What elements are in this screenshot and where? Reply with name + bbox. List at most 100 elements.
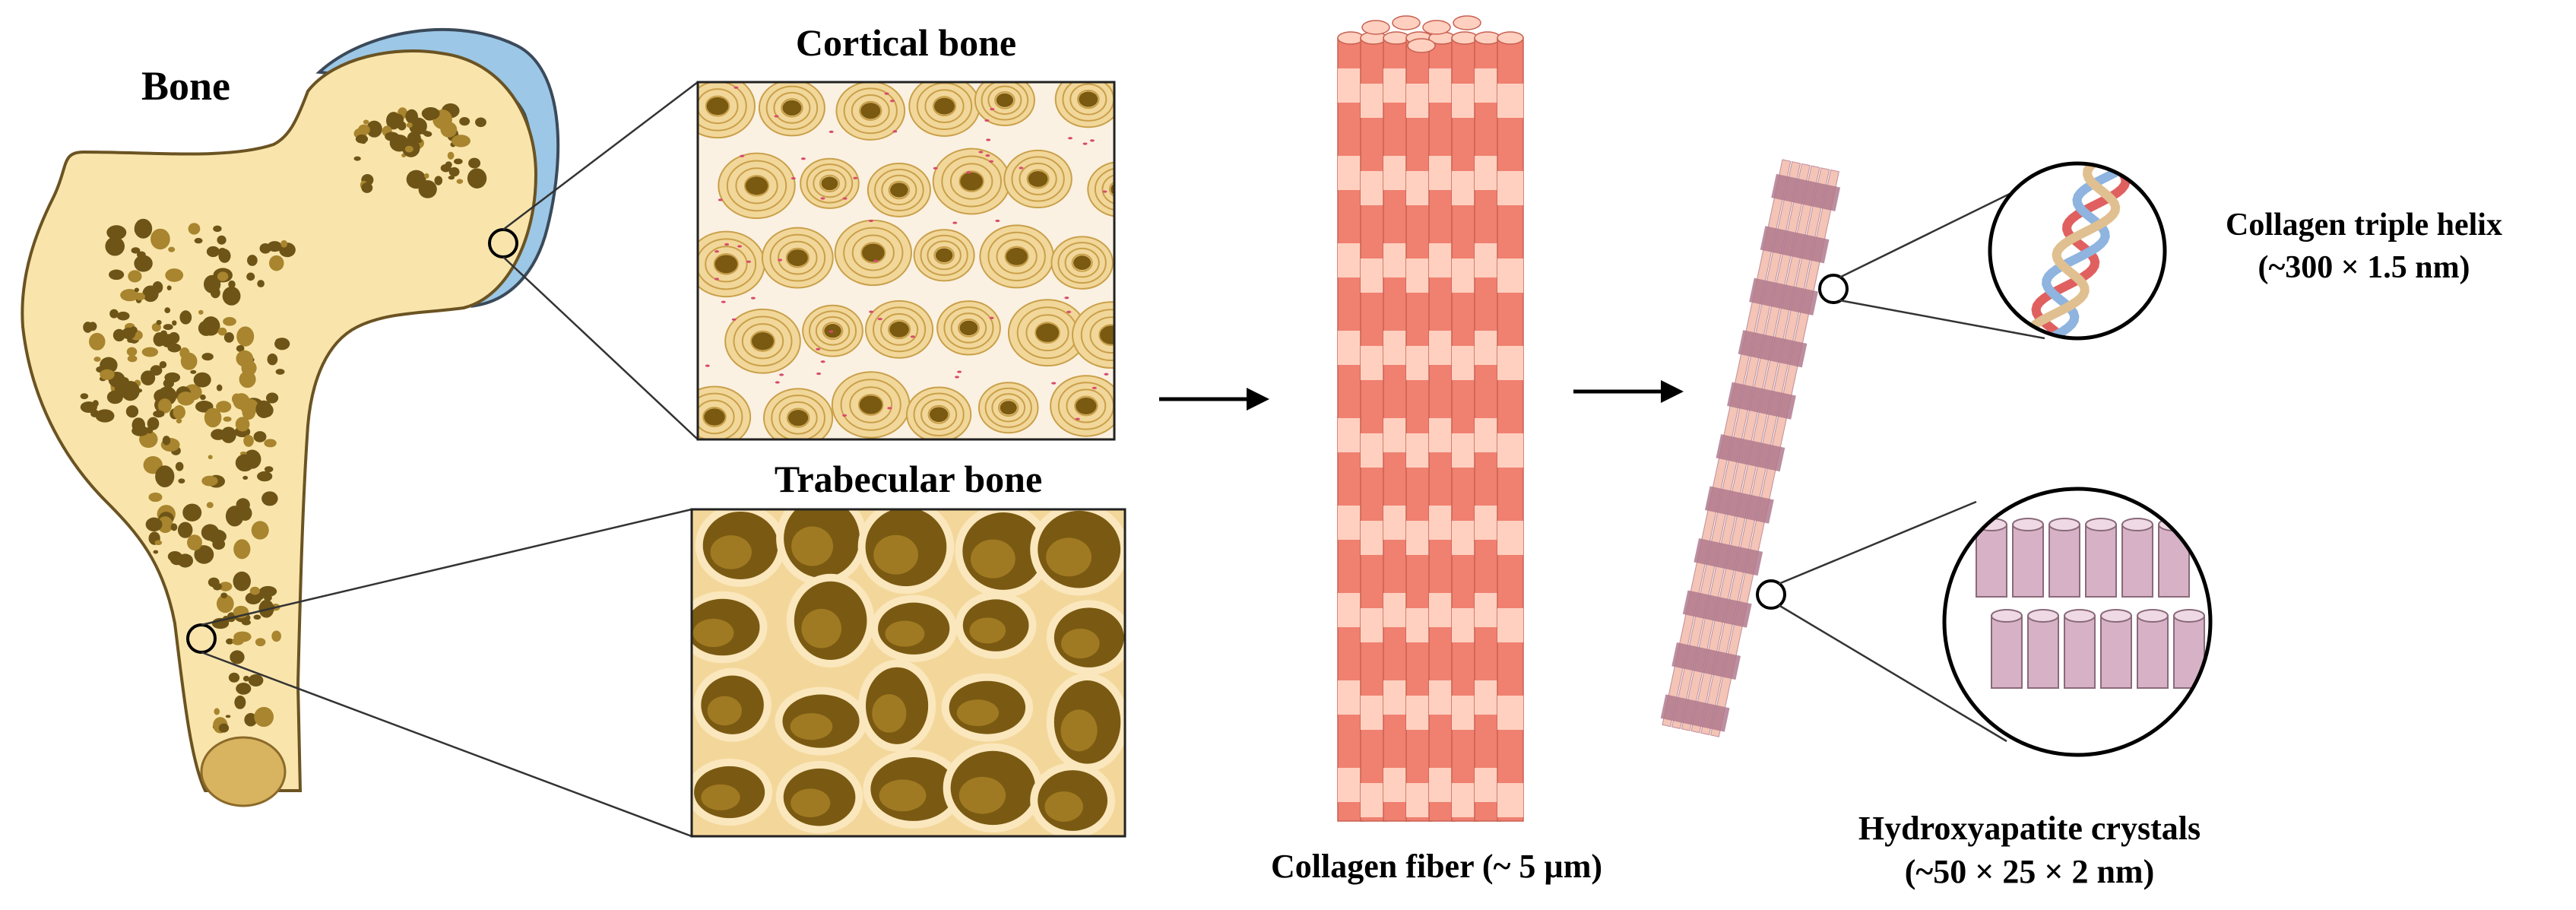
fiber-top-cap: [1392, 15, 1421, 30]
haversian-canal: [860, 103, 881, 119]
lacuna: [1051, 382, 1057, 385]
haversian-canal: [782, 100, 802, 116]
bone-pore: [246, 272, 255, 281]
bone-pore: [406, 122, 413, 128]
fibril-band: [1475, 506, 1500, 540]
bone-pore: [164, 307, 171, 314]
osteon-ring: [1069, 83, 1107, 116]
bone-pore: [105, 236, 125, 256]
bone-pore: [448, 175, 455, 180]
bone-pore: [264, 439, 277, 448]
haversian-canal: [862, 243, 885, 262]
bone-pore: [421, 107, 440, 120]
bone-pore: [116, 311, 130, 321]
bone-pore: [394, 114, 404, 126]
bone-pore: [100, 369, 115, 380]
pore-depth: [956, 699, 999, 727]
osteon-ring: [726, 160, 787, 212]
bone-pore: [357, 124, 370, 135]
fibril-band: [1429, 331, 1455, 365]
osteon-ring: [698, 82, 747, 132]
haversian-canal: [960, 172, 984, 191]
bone-pore: [128, 270, 142, 283]
crystal-prism: [2085, 524, 2117, 598]
bone-pore: [236, 326, 255, 347]
lacuna: [778, 258, 783, 262]
fibril-band: [1338, 331, 1364, 365]
crystal-band: [1760, 226, 1830, 264]
bone-pore: [134, 287, 140, 293]
fibril-band: [1452, 783, 1478, 817]
osteon-ring: [943, 306, 994, 350]
bone-pore: [271, 630, 281, 642]
lacuna: [737, 245, 743, 248]
osteon: [1087, 161, 1114, 217]
osteon-ring: [1074, 395, 1098, 417]
lacuna: [1064, 296, 1069, 300]
bone-pore: [178, 478, 185, 484]
crystal-prism: [2012, 524, 2044, 598]
crystal-prism: [1976, 524, 2007, 598]
osteon-ring: [984, 387, 1032, 428]
lacuna: [933, 166, 938, 170]
fiber-top-cap: [1407, 38, 1436, 53]
bone-pore: [255, 400, 272, 419]
osteon-ring: [998, 398, 1019, 417]
bone-pore: [172, 320, 177, 326]
lacuna: [791, 177, 796, 180]
osteon: [758, 82, 825, 137]
lacuna: [884, 92, 889, 95]
fibril-band: [1475, 418, 1500, 452]
pore-depth: [710, 535, 752, 569]
osteon: [1050, 375, 1114, 437]
fibril-band: [1383, 156, 1409, 190]
bone-pore: [233, 571, 251, 591]
fibril-band: [1429, 68, 1455, 103]
bone-pore: [141, 370, 156, 385]
pore-depth: [791, 526, 834, 566]
bone-pore: [212, 582, 223, 591]
bone-pore: [131, 425, 149, 436]
bone-pore: [216, 384, 223, 392]
bone-pore: [385, 132, 399, 141]
osteon-ring: [941, 155, 1002, 208]
fibril-band: [1383, 418, 1409, 452]
bone-pore: [254, 706, 274, 728]
bone-pore: [236, 498, 250, 512]
bone-pore: [475, 117, 486, 128]
haversian-canal: [1000, 401, 1017, 415]
bone-pore: [182, 503, 202, 522]
fibril-band: [1361, 84, 1386, 118]
lacuna: [877, 317, 882, 321]
bone-pore: [106, 225, 127, 240]
bone-pore: [92, 400, 99, 407]
crystal-face: [2100, 609, 2132, 623]
bone-pore: [242, 475, 249, 480]
bone-pore: [217, 235, 227, 245]
osteon-ring: [1026, 169, 1050, 189]
fibril-rod-cap: [1337, 31, 1364, 45]
fibril-band: [1338, 68, 1364, 103]
osteon-ring: [1011, 156, 1065, 202]
crystal-band: [1660, 694, 1730, 732]
lacuna: [750, 296, 756, 300]
hydroxyapatite-crystal: [2048, 518, 2080, 598]
bone-pore: [421, 130, 429, 135]
osteon-ring: [1025, 314, 1069, 352]
bone-pore: [135, 388, 143, 393]
bone-pore: [179, 310, 192, 325]
bone-pore: [151, 228, 170, 250]
bone-pore: [241, 360, 257, 376]
lacuna: [966, 171, 971, 174]
osteon-ring: [1101, 174, 1114, 205]
osteon-ring: [705, 246, 748, 283]
osteon-ring: [765, 85, 819, 131]
hydroxyapatite-crystal: [2085, 518, 2117, 598]
triple-helix-caption-line2: (~300 × 1.5 nm): [2258, 250, 2470, 285]
crystal-face: [1991, 609, 2023, 623]
pore-depth: [701, 784, 740, 810]
osteon-ring: [1064, 247, 1100, 278]
bone-pore: [235, 454, 255, 472]
collagen-fiber-illustration: [1337, 15, 1524, 822]
osteon-ring: [822, 322, 844, 341]
